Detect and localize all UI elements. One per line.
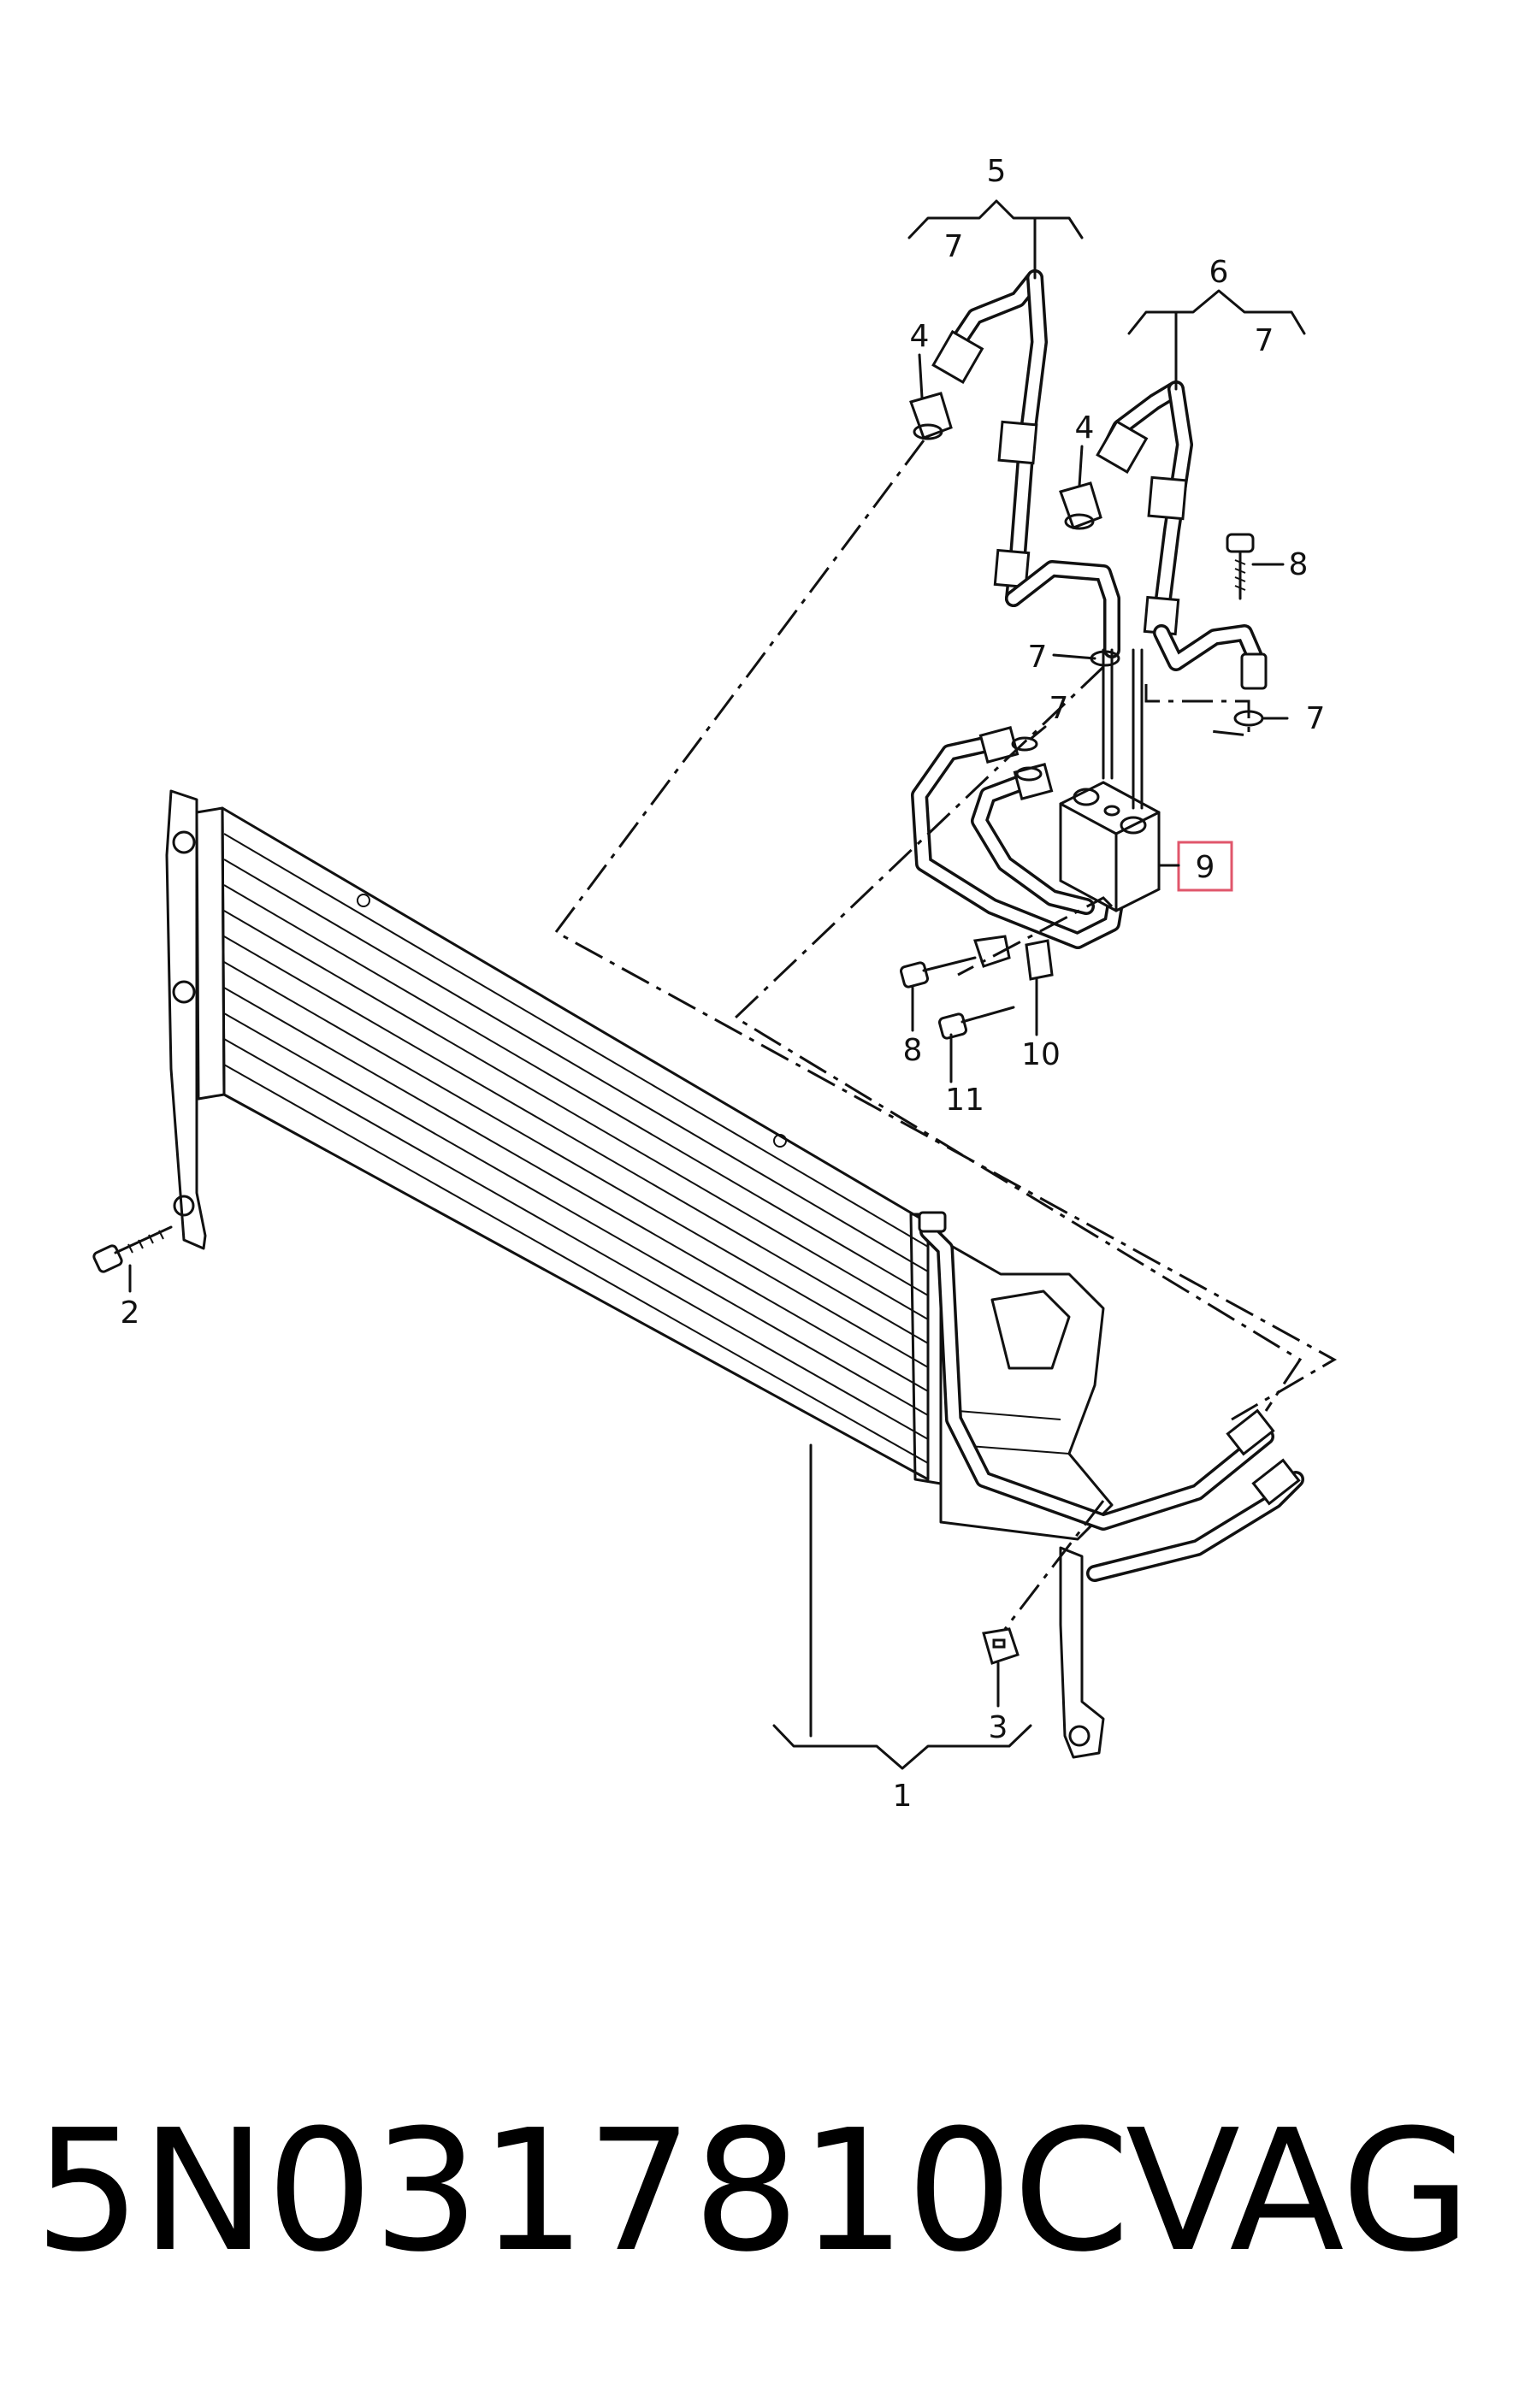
callout-3: 3 [989,1710,1008,1745]
callout-labels: 5 7 6 7 4 4 8 7 7 7 9 8 10 11 2 3 1 [121,154,1326,1814]
brand-name: VAG [1126,2094,1471,2289]
dashed-guides [553,440,1338,1630]
leader-lines [128,199,1306,1770]
callout-5-sub: 7 [944,229,964,264]
callout-5: 5 [987,154,1007,189]
callout-8-bottom: 8 [903,1033,923,1068]
callout-6-sub: 7 [1255,323,1274,358]
small-parts [92,392,1264,1665]
connection-block [1059,648,1161,912]
part-number: 5N0317810C [34,2094,1130,2289]
footer: 5N0317810C VAG [34,2094,1471,2289]
oil-cooler-radiator [165,789,1114,1759]
callout-4-right: 4 [1075,410,1095,446]
callout-6: 6 [1209,255,1229,290]
callout-2: 2 [121,1295,140,1331]
radiator-fins [223,833,929,1464]
callout-10: 10 [1021,1037,1061,1072]
callout-9: 9 [1196,850,1215,885]
callout-8-top: 8 [1289,547,1309,582]
callout-11: 11 [945,1083,984,1118]
callout-1: 1 [893,1779,913,1814]
callout-4-left: 4 [910,319,930,354]
callout-7-left: 7 [1049,691,1069,726]
callout-7-mid: 7 [1028,640,1048,675]
cooler-pipes [911,269,1304,1582]
callout-7-right: 7 [1306,701,1326,736]
